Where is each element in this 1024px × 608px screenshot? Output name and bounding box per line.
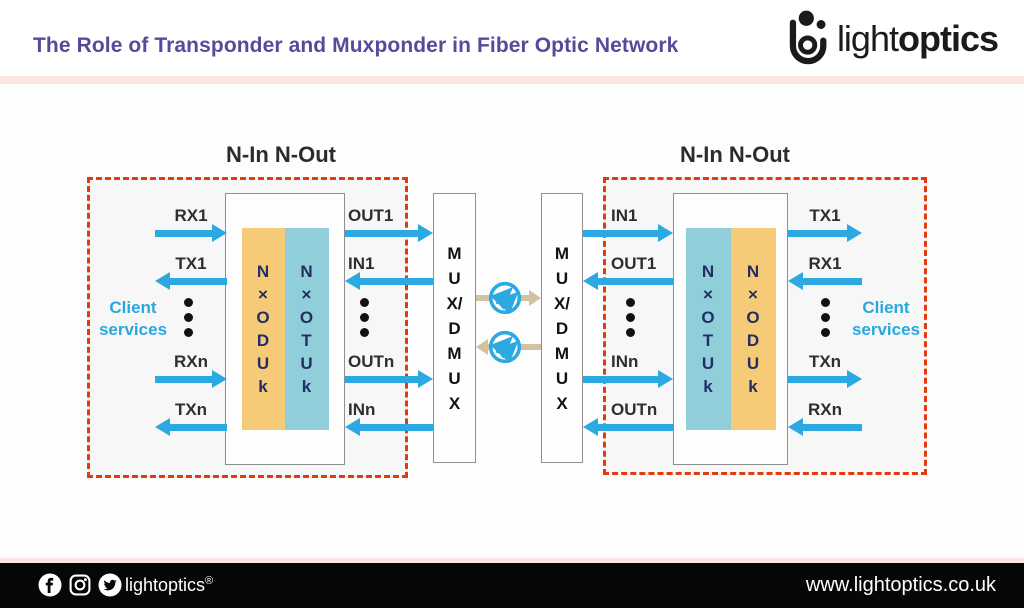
arrow-rx1-right bbox=[788, 272, 862, 290]
mux-dmux-left-label: MUX/DMUX bbox=[446, 243, 463, 413]
right-line-ellipsis-dots bbox=[626, 298, 635, 337]
right-otu-label: N×OTUk bbox=[701, 262, 715, 396]
arrow-inn bbox=[345, 418, 433, 436]
left-block-title: N-In N-Out bbox=[226, 142, 336, 167]
port-label-out1: OUT1 bbox=[348, 206, 394, 225]
header: The Role of Transponder and Muxponder in… bbox=[0, 0, 1024, 76]
arrow-out1-right bbox=[583, 272, 673, 290]
brand-word-light: light bbox=[836, 18, 899, 59]
arrow-in1 bbox=[345, 272, 433, 290]
wavelength-arrows-icon bbox=[488, 330, 522, 364]
port-label-in1-right: IN1 bbox=[611, 206, 638, 225]
port-label-txn-right: TXn bbox=[808, 352, 842, 371]
port-label-inn: INn bbox=[348, 400, 376, 419]
arrow-rxn-right bbox=[788, 418, 862, 436]
footer-brand-text: lightoptics bbox=[125, 575, 206, 595]
arrow-tx1-right bbox=[788, 224, 862, 242]
left-client-ellipsis-dots bbox=[184, 298, 193, 337]
port-label-inn-right: INn bbox=[611, 352, 639, 371]
pink-divider-top bbox=[0, 76, 1024, 84]
lightoptics-logo-icon bbox=[784, 7, 834, 72]
registered-mark: ® bbox=[205, 575, 214, 587]
left-odu-column: N×ODUk bbox=[241, 228, 285, 430]
mux-dmux-right-label: MUX/DMUX bbox=[553, 243, 571, 413]
left-transponder-box: N×ODUk N×OTUk bbox=[225, 193, 345, 465]
footer: lightoptics® www.lightoptics.co.uk bbox=[0, 563, 1024, 608]
footer-website-link[interactable]: www.lightoptics.co.uk bbox=[805, 574, 996, 596]
brand-word-optics: optics bbox=[897, 18, 999, 59]
brand-logo[interactable]: lightoptics bbox=[784, 7, 999, 72]
right-odu-column: N×ODUk bbox=[730, 228, 776, 430]
right-block-title: N-In N-Out bbox=[680, 142, 790, 167]
right-otu-column: N×OTUk bbox=[685, 228, 731, 430]
wavelength-arrows-icon bbox=[488, 281, 522, 315]
left-otu-label: N×OTUk bbox=[299, 262, 314, 396]
right-client-services-label: Client services bbox=[838, 297, 934, 341]
port-label-rx1-right: RX1 bbox=[808, 254, 842, 273]
brand-wordmark: lightoptics bbox=[836, 18, 999, 60]
port-label-txn: TXn bbox=[174, 400, 208, 419]
arrow-txn-right bbox=[788, 370, 862, 388]
arrow-txn bbox=[155, 418, 227, 436]
client-line2: services bbox=[851, 320, 921, 339]
port-label-outn: OUTn bbox=[348, 352, 395, 371]
port-label-in1: IN1 bbox=[348, 254, 375, 273]
left-otu-column: N×OTUk bbox=[284, 228, 329, 430]
arrow-rxn bbox=[155, 370, 227, 388]
arrow-in1-right bbox=[583, 224, 673, 242]
facebook-icon[interactable] bbox=[38, 573, 62, 597]
left-client-services-label: Client services bbox=[86, 297, 180, 341]
client-line2: services bbox=[98, 320, 168, 339]
arrow-tx1 bbox=[155, 272, 227, 290]
instagram-icon[interactable] bbox=[68, 573, 92, 597]
transponder-muxponder-diagram: N-In N-Out N×ODUk N×OTUk Client services… bbox=[0, 84, 1024, 558]
twitter-icon[interactable] bbox=[98, 573, 122, 597]
social-icons bbox=[38, 573, 122, 597]
left-odu-label: N×ODUk bbox=[256, 262, 270, 396]
arrow-inn-right bbox=[583, 370, 673, 388]
pink-divider-bottom bbox=[0, 558, 1024, 563]
port-label-tx1-right: TX1 bbox=[809, 206, 841, 225]
mux-dmux-left-box: MUX/DMUX bbox=[433, 193, 476, 463]
arrow-outn-right bbox=[583, 418, 673, 436]
right-client-ellipsis-dots bbox=[821, 298, 830, 337]
port-label-tx1: TX1 bbox=[175, 254, 207, 273]
arrow-outn bbox=[345, 370, 433, 388]
right-odu-label: N×ODUk bbox=[746, 262, 760, 396]
left-line-ellipsis-dots bbox=[360, 298, 369, 337]
port-label-rxn-right: RXn bbox=[808, 400, 842, 419]
port-label-rxn: RXn bbox=[174, 352, 208, 371]
footer-brand: lightoptics® bbox=[125, 575, 213, 596]
page-title: The Role of Transponder and Muxponder in… bbox=[33, 34, 679, 57]
right-transponder-box: N×OTUk N×ODUk bbox=[673, 193, 788, 465]
client-line1: Client bbox=[109, 298, 157, 317]
port-label-outn-right: OUTn bbox=[611, 400, 658, 419]
mux-dmux-right-box: MUX/DMUX bbox=[541, 193, 583, 463]
arrow-out1 bbox=[345, 224, 433, 242]
port-label-out1-right: OUT1 bbox=[611, 254, 657, 273]
client-line1: Client bbox=[862, 298, 910, 317]
arrow-rx1 bbox=[155, 224, 227, 242]
port-label-rx1: RX1 bbox=[174, 206, 208, 225]
